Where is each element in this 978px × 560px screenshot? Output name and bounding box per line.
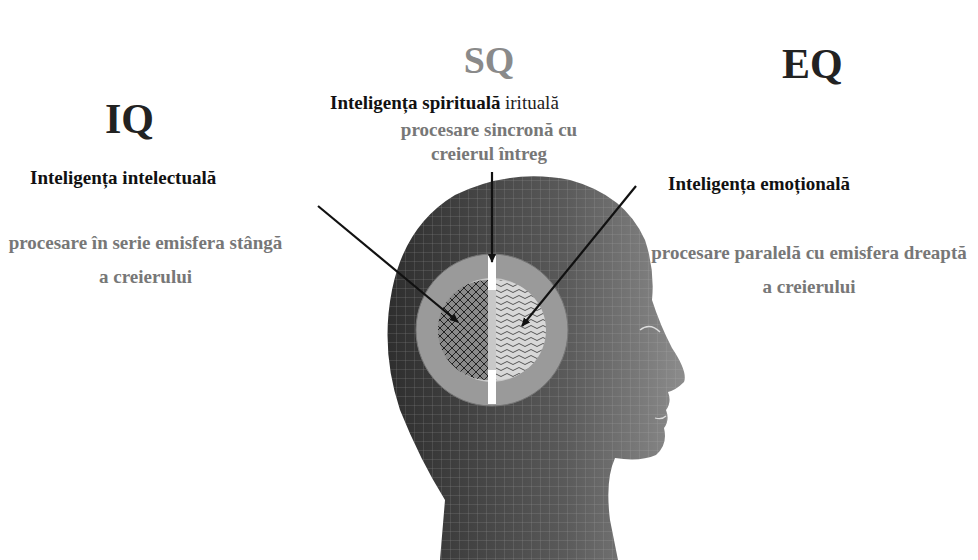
eq-arrow	[522, 186, 636, 326]
sq-title-suffix: irituală	[505, 92, 559, 114]
brain-circle	[416, 254, 568, 406]
sq-description: procesare sincronă cu creierul întreg	[389, 118, 589, 166]
iq-description: procesare în serie emisfera stângă a cre…	[8, 226, 283, 294]
head-silhouette	[388, 176, 685, 560]
sq-heading: SQ	[389, 38, 589, 82]
eq-description: procesare paralelă cu emisfera dreaptă a…	[648, 236, 970, 304]
iq-title: Inteligența intelectuală	[30, 167, 216, 189]
leader-arrows	[318, 172, 636, 326]
eq-heading: EQ	[782, 40, 843, 88]
iq-heading: IQ	[105, 95, 154, 143]
iq-arrow	[318, 206, 458, 322]
sq-title: Inteligența spirituală	[330, 92, 500, 114]
sq-arrow	[491, 172, 493, 262]
eq-title: Inteligența emoțională	[668, 173, 850, 195]
